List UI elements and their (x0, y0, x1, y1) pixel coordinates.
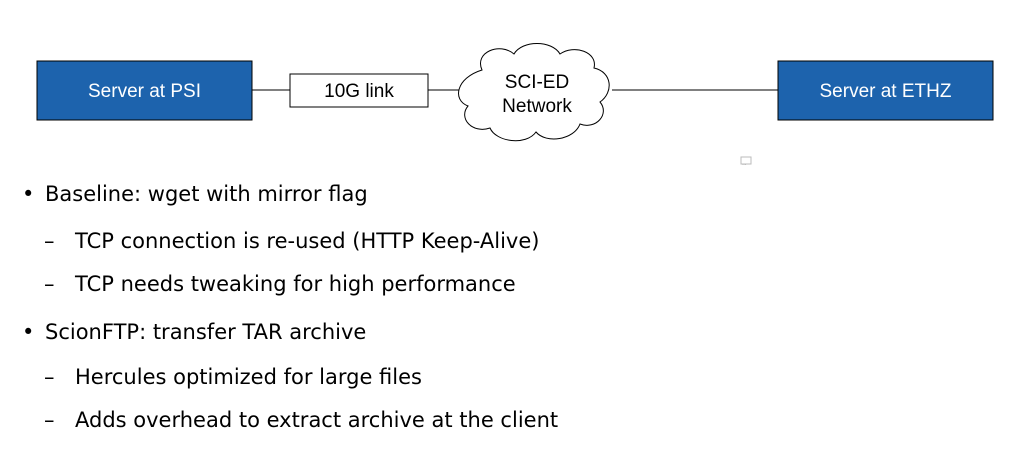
server-psi-label: Server at PSI (88, 81, 201, 102)
server-ethz-box (777, 60, 994, 121)
bullet-marker: • (22, 182, 35, 206)
cloud-icon (458, 43, 610, 142)
bullet-baseline: • Baseline: wget with mirror flag (22, 182, 368, 206)
bullet-scionftp: • ScionFTP: transfer TAR archive (22, 320, 366, 344)
link-label: 10G link (324, 81, 394, 102)
bullet-text: ScionFTP: transfer TAR archive (45, 320, 367, 344)
server-ethz-node: Server at ETHZ (777, 60, 994, 121)
sub-bullet-text: Hercules optimized for large files (75, 365, 422, 389)
network-diagram: Server at PSI 10G link SCI-ED Network Se… (36, 43, 994, 165)
sub-bullet-text: Adds overhead to extract archive at the … (75, 408, 559, 432)
network-label-line1: SCI-ED (505, 72, 569, 93)
bullet-marker: • (22, 320, 35, 344)
sub-bullet-text: TCP connection is re-used (HTTP Keep-Ali… (75, 229, 540, 253)
sub-bullet-tcp-tweaking: –TCP needs tweaking for high performance (44, 272, 516, 296)
sub-bullet-tcp-reuse: –TCP connection is re-used (HTTP Keep-Al… (44, 229, 539, 253)
bullet-text: Baseline: wget with mirror flag (45, 182, 368, 206)
sub-bullet-hercules: –Hercules optimized for large files (44, 365, 422, 389)
server-ethz-label: Server at ETHZ (820, 81, 952, 102)
sub-bullet-marker: – (44, 365, 55, 389)
comment-icon[interactable] (740, 156, 752, 165)
sub-bullet-marker: – (44, 408, 55, 432)
server-psi-node: Server at PSI (36, 60, 253, 121)
sub-bullet-marker: – (44, 272, 55, 296)
sub-bullet-marker: – (44, 229, 55, 253)
link-box (289, 73, 429, 108)
network-label-line2: Network (502, 96, 572, 117)
sub-bullet-overhead: –Adds overhead to extract archive at the… (44, 408, 558, 432)
link-node: 10G link (289, 73, 429, 108)
server-psi-box (36, 60, 253, 121)
sub-bullet-text: TCP needs tweaking for high performance (75, 272, 516, 296)
network-cloud-node: SCI-ED Network (458, 43, 610, 142)
